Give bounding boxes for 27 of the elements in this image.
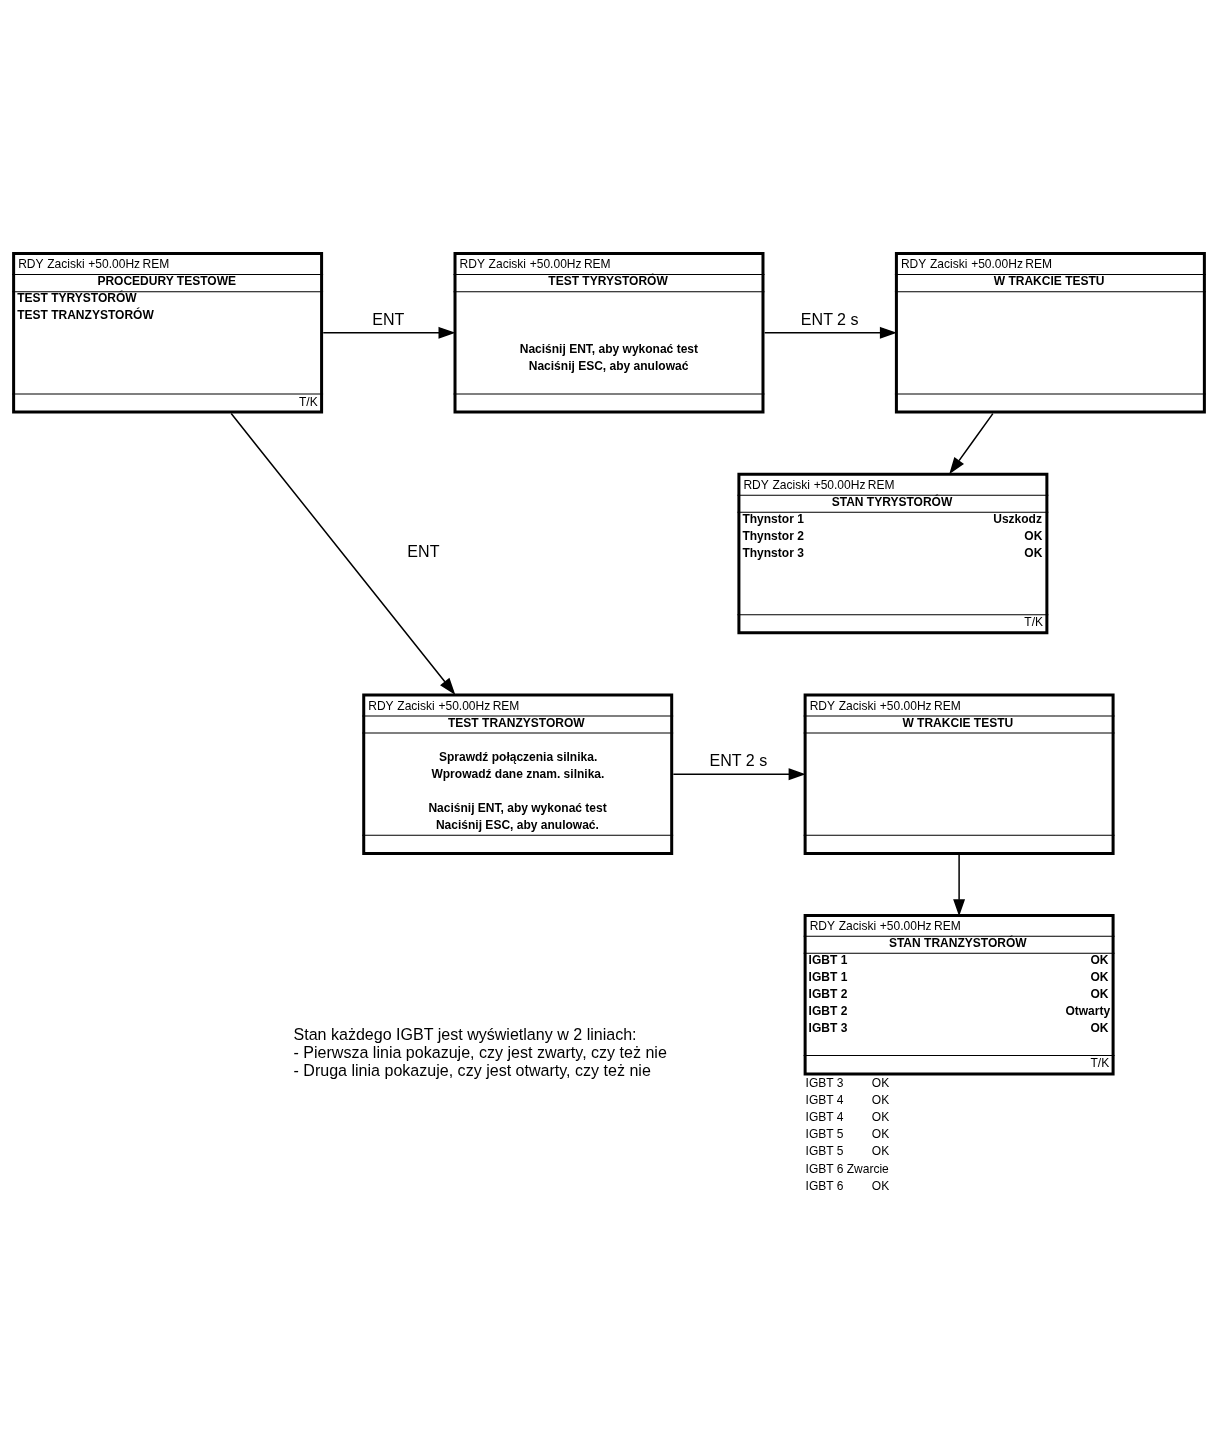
arrow — [322, 326, 456, 339]
node-label: IGBT 4 — [805, 1109, 844, 1124]
label: - Druga linia pokazuje, czy jest otwarty, czy też nie — [293, 1060, 651, 1079]
label: Stan każdego IGBT jest wyświetlany w 2 liniach: — [293, 1024, 637, 1043]
label: - Pierwsza linia pokazuje, czy jest zwarty, czy też nie — [293, 1042, 667, 1061]
node-label: OK — [871, 1143, 890, 1158]
node-label: IGBT 3 — [805, 1075, 844, 1090]
node-label: OK — [871, 1092, 890, 1107]
arrow — [230, 412, 456, 695]
node-label: IGBT 6 — [805, 1161, 844, 1176]
node-label: IGBT 5 — [805, 1143, 844, 1158]
arrow — [953, 853, 966, 916]
node-label: OK — [871, 1126, 890, 1141]
node-label: OK — [871, 1075, 890, 1090]
node-label: IGBT 5 — [805, 1126, 844, 1141]
node-label: OK — [871, 1178, 890, 1193]
arrow — [949, 412, 994, 474]
node-label: IGBT 4 — [805, 1092, 844, 1107]
arrow — [672, 767, 806, 780]
edge-label: ENT 2 s — [800, 309, 859, 328]
arrow — [763, 326, 897, 339]
node-label: OK — [871, 1109, 890, 1124]
edge-label: ENT — [407, 541, 440, 560]
edge-label: ENT 2 s — [709, 750, 768, 769]
node-label: Zwarcie — [846, 1161, 889, 1176]
node-label: IGBT 6 — [805, 1178, 844, 1193]
edge-label: ENT — [372, 309, 405, 328]
